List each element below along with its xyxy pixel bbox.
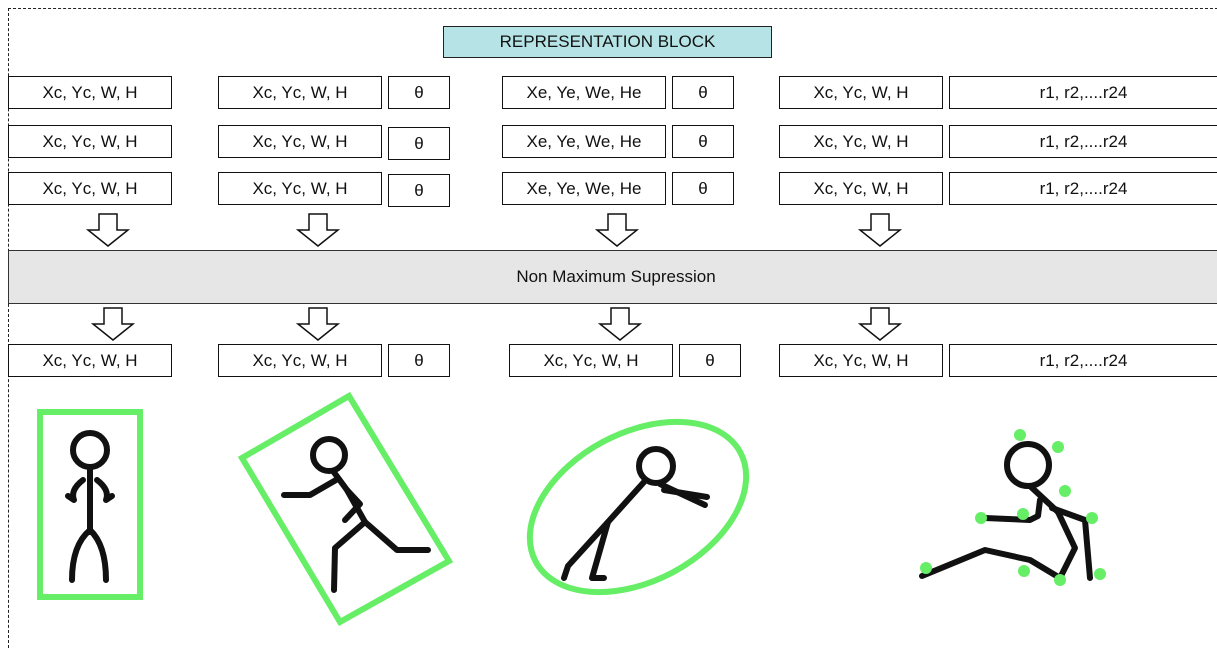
- sitting-person-icon: [919, 441, 1093, 581]
- output-bbox-label: Xc, Yc, W, H: [8, 344, 172, 377]
- theta-label-r1c3: θ: [672, 76, 734, 109]
- rotated-bbox-label-r3: Xc, Yc, W, H: [218, 172, 382, 205]
- keypoint-dot: [1059, 485, 1071, 497]
- keypoint-dot: [1054, 574, 1066, 586]
- diagram-graphics: [37, 213, 1106, 627]
- bbox-label-r1c1: Xc, Yc, W, H: [8, 76, 172, 109]
- keypoint-dot: [920, 562, 932, 574]
- keypoint-bbox-label-r3: Xc, Yc, W, H: [779, 172, 943, 205]
- output-theta-label-c3: θ: [679, 344, 741, 377]
- arrow-down-icon: [87, 213, 129, 247]
- arrow-down-icon: [859, 213, 901, 247]
- output-keypoints-label: r1, r2,....r24: [949, 344, 1217, 377]
- output-theta-label-c2: θ: [388, 344, 450, 377]
- output-ellipse-bbox-label: Xc, Yc, W, H: [509, 344, 673, 377]
- theta-label-r3c2: θ: [388, 174, 450, 207]
- arrow-down-icon: [599, 307, 641, 341]
- output-keypoint-bbox-label: Xc, Yc, W, H: [779, 344, 943, 377]
- keypoint-dot: [1094, 568, 1106, 580]
- theta-label-r3c3: θ: [672, 172, 734, 205]
- arrow-down-icon: [297, 307, 339, 341]
- keypoints-label-r1: r1, r2,....r24: [949, 76, 1217, 109]
- keypoint-markers: [920, 429, 1106, 586]
- axis-aligned-bbox: [37, 409, 143, 600]
- keypoint-dot: [1052, 441, 1064, 453]
- rotated-bbox-label-r2: Xc, Yc, W, H: [218, 125, 382, 158]
- arrow-down-icon: [859, 307, 901, 341]
- bbox-label-r3c1: Xc, Yc, W, H: [8, 172, 172, 205]
- rotated-bbox-label-r1: Xc, Yc, W, H: [218, 76, 382, 109]
- arrow-down-icon: [596, 213, 638, 247]
- ellipse-label-r2: Xe, Ye, We, He: [502, 125, 666, 158]
- ellipse-label-r1: Xe, Ye, We, He: [502, 76, 666, 109]
- non-maximum-suppression-block: Non Maximum Supression: [8, 250, 1217, 304]
- keypoint-bbox-label-r1: Xc, Yc, W, H: [779, 76, 943, 109]
- rotated-bbox: [237, 391, 454, 627]
- keypoint-dot: [1086, 512, 1098, 524]
- running-person-icon: [281, 436, 431, 593]
- representation-block-title: REPRESENTATION BLOCK: [443, 26, 772, 58]
- arrow-down-icon: [297, 213, 339, 247]
- ellipse-label-r3: Xe, Ye, We, He: [502, 172, 666, 205]
- keypoints-label-r3: r1, r2,....r24: [949, 172, 1217, 205]
- pushing-person-icon: [561, 446, 710, 581]
- theta-label-r2c2: θ: [388, 127, 450, 160]
- keypoint-dot: [1014, 429, 1026, 441]
- bounding-ellipse: [526, 418, 750, 596]
- dashed-frame: [8, 8, 1217, 648]
- keypoint-dot: [1018, 565, 1030, 577]
- bbox-label-r2c1: Xc, Yc, W, H: [8, 125, 172, 158]
- theta-label-r2c3: θ: [672, 125, 734, 158]
- keypoints-label-r2: r1, r2,....r24: [949, 125, 1217, 158]
- keypoint-bbox-label-r2: Xc, Yc, W, H: [779, 125, 943, 158]
- keypoint-dot: [1017, 508, 1029, 520]
- theta-label-r1c2: θ: [388, 76, 450, 109]
- standing-person-icon: [65, 430, 115, 583]
- arrow-down-icon: [92, 307, 134, 341]
- output-rotated-bbox-label: Xc, Yc, W, H: [218, 344, 382, 377]
- keypoint-dot: [975, 512, 987, 524]
